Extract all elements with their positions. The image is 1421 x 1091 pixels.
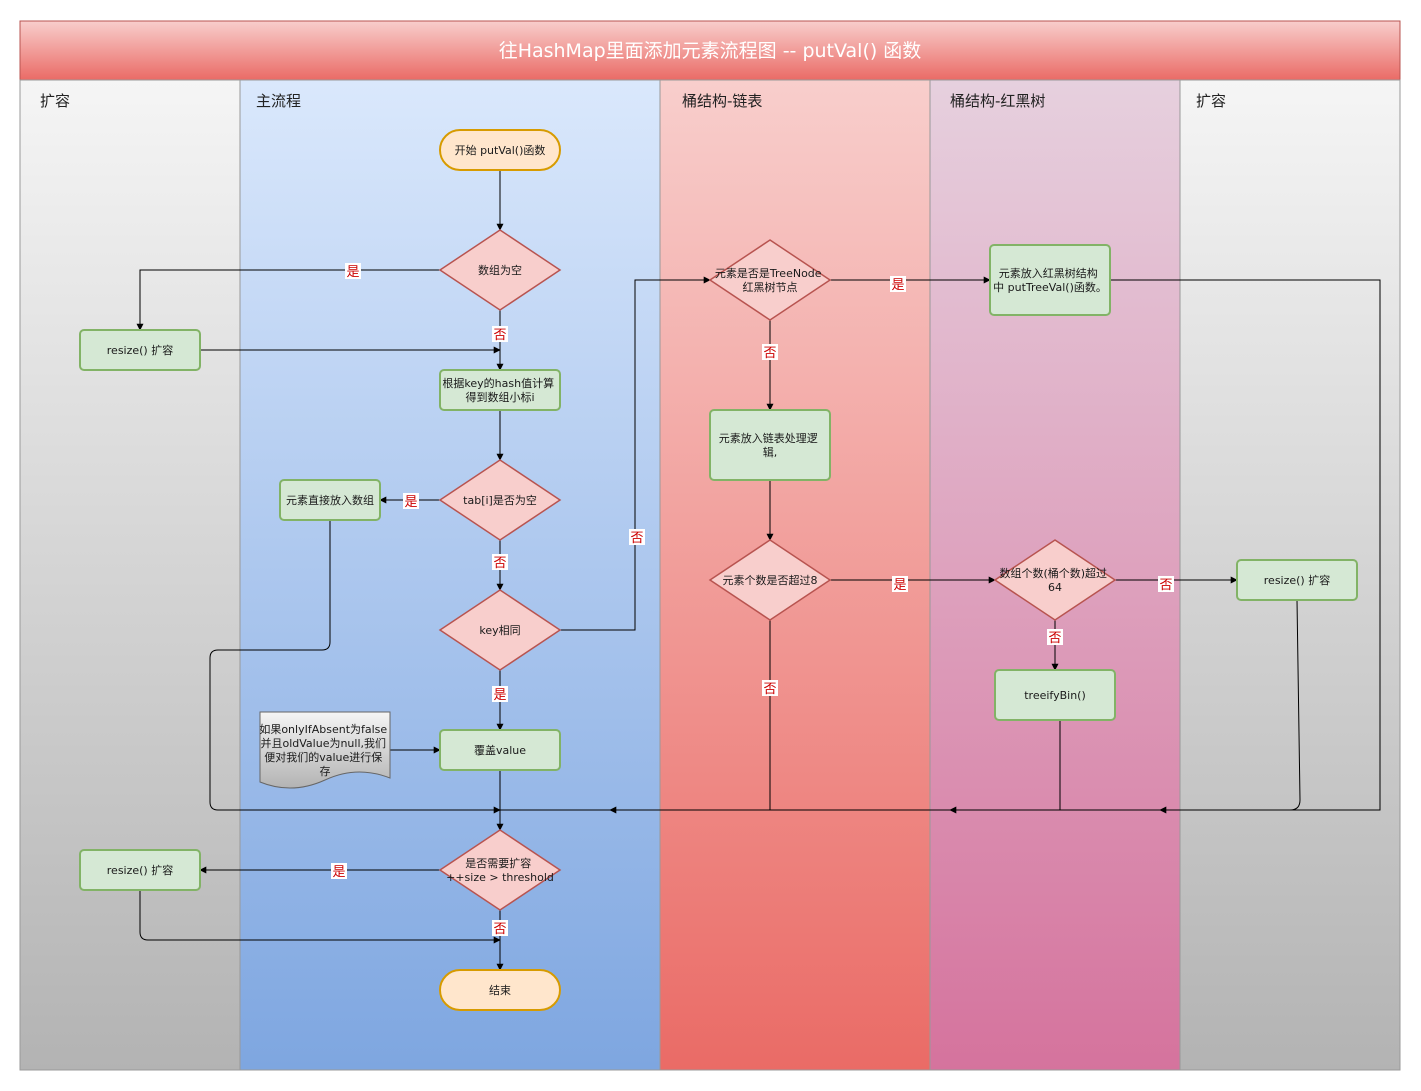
tree-put-node[interactable]: 元素放入红黑树结构 中 putTreeVal()函数。 — [989, 244, 1111, 316]
need-resize-line1: 是否需要扩容 — [465, 856, 531, 870]
decision-table-empty-label: 数组为空 — [478, 263, 522, 277]
override-value-node[interactable]: 覆盖value — [439, 729, 561, 771]
edge-resize-right-to-merge — [1160, 599, 1301, 811]
is-treenode-line1: 元素是否是TreeNode — [715, 267, 822, 280]
label-count-yes: 是 — [893, 578, 906, 593]
treeify-node[interactable]: treeifyBin() — [994, 669, 1116, 721]
decision-count-gt8[interactable]: 元素个数是否超过8 — [708, 539, 832, 621]
treeify-label: treeifyBin() — [1024, 689, 1086, 702]
decision-need-resize-label: 是否需要扩容 ++size > threshold — [446, 856, 554, 884]
decision-is-treenode-label: 元素是否是TreeNode 红黑树节点 — [715, 267, 825, 294]
resize-right-label: resize() 扩容 — [1264, 573, 1330, 587]
swimlane-main: 主流程 — [239, 79, 661, 1071]
swimlane-expand-left: 扩容 — [19, 79, 241, 1071]
resize-right-node[interactable]: resize() 扩容 — [1236, 559, 1358, 601]
compute-index-label: 根据key的hash值计算 得到数组小标i — [442, 376, 557, 404]
capacity-gt64-line2: 64 — [1048, 581, 1062, 594]
decision-slot-empty[interactable]: tab[i]是否为空 — [438, 459, 562, 541]
label-table-empty-yes: 是 — [346, 265, 359, 280]
compute-index-node[interactable]: 根据key的hash值计算 得到数组小标i — [439, 369, 561, 411]
put-direct-node[interactable]: 元素直接放入数组 — [279, 479, 381, 521]
start-node[interactable]: 开始 putVal()函数 — [439, 129, 561, 171]
list-put-line1: 元素放入链表处理逻 — [719, 431, 818, 445]
label-need-resize-no: 否 — [493, 922, 506, 937]
label-slot-no: 否 — [493, 556, 506, 571]
lane-title-main: 主流程 — [256, 92, 301, 110]
edge-direct-to-merge — [209, 520, 501, 814]
decision-capacity-gt64-label: 数组个数(桶个数)超过 64 — [999, 566, 1110, 594]
tree-put-line1: 元素放入红黑树结构 — [999, 266, 1098, 280]
edge-resize-bottom-to-end — [139, 890, 501, 944]
label-capacity-yes: 否 — [1048, 631, 1061, 646]
diagram-header: 往HashMap里面添加元素流程图 -- putVal() 函数 — [19, 20, 1401, 81]
need-resize-line2: ++size > threshold — [446, 871, 554, 884]
edge-table-empty-yes — [136, 269, 440, 331]
start-label: 开始 putVal()函数 — [455, 143, 546, 157]
lane-title-expand-left: 扩容 — [40, 92, 70, 110]
end-label: 结束 — [489, 984, 511, 997]
lane-title-list: 桶结构-链表 — [682, 92, 762, 110]
override-value-label: 覆盖value — [474, 743, 526, 757]
tree-put-line2: 中 putTreeVal()函数。 — [993, 281, 1107, 294]
resize-top-node[interactable]: resize() 扩容 — [79, 329, 201, 371]
note-line2: 并且oldValue为null,我们 — [260, 736, 386, 750]
label-count-no: 否 — [763, 682, 776, 697]
lane-title-tree: 桶结构-红黑树 — [950, 92, 1045, 110]
note-document[interactable]: 如果onlyIfAbsent为false 并且oldValue为null,我们 … — [259, 711, 391, 789]
note-line4: 存 — [320, 764, 331, 778]
list-put-label: 元素放入链表处理逻 辑, — [719, 431, 822, 459]
capacity-gt64-line1: 数组个数(桶个数)超过 — [999, 566, 1107, 580]
compute-index-line2: 得到数组小标i — [465, 390, 534, 404]
decision-capacity-gt64[interactable]: 数组个数(桶个数)超过 64 — [993, 539, 1117, 621]
label-table-empty-no: 否 — [493, 328, 506, 343]
decision-key-same[interactable]: key相同 — [438, 589, 562, 671]
resize-bottom-label: resize() 扩容 — [107, 863, 173, 877]
decision-need-resize[interactable]: 是否需要扩容 ++size > threshold — [438, 829, 562, 911]
decision-table-empty[interactable]: 数组为空 — [438, 229, 562, 311]
decision-count-gt8-label: 元素个数是否超过8 — [723, 573, 818, 587]
decision-is-treenode[interactable]: 元素是否是TreeNode 红黑树节点 — [708, 239, 832, 321]
compute-index-line1: 根据key的hash值计算 — [442, 376, 554, 390]
note-line3: 便对我们的value进行保 — [264, 750, 382, 764]
label-treenode-no: 否 — [763, 346, 776, 361]
note-line1: 如果onlyIfAbsent为false — [259, 722, 387, 736]
resize-bottom-node[interactable]: resize() 扩容 — [79, 849, 201, 891]
label-treenode-yes: 是 — [891, 278, 904, 293]
put-direct-label: 元素直接放入数组 — [286, 493, 374, 507]
edge-labels: 是 否 是 否 否 是 是 否 是 否 是 否 否 否 — [331, 263, 1174, 937]
resize-top-label: resize() 扩容 — [107, 343, 173, 357]
lane-title-expand-right: 扩容 — [1196, 92, 1226, 110]
decision-slot-empty-label: tab[i]是否为空 — [463, 493, 537, 507]
decision-key-same-label: key相同 — [479, 624, 520, 637]
label-key-same-yes: 是 — [493, 688, 506, 703]
edge-key-same-no — [560, 276, 711, 631]
label-slot-yes: 是 — [404, 495, 417, 510]
end-node[interactable]: 结束 — [439, 969, 561, 1011]
label-key-same-no: 否 — [630, 531, 643, 546]
is-treenode-line2: 红黑树节点 — [743, 280, 798, 294]
label-capacity-no: 否 — [1159, 578, 1172, 593]
edges — [136, 170, 1381, 971]
list-put-line2: 辑, — [763, 445, 778, 459]
list-put-node[interactable]: 元素放入链表处理逻 辑, — [709, 409, 831, 481]
note-label: 如果onlyIfAbsent为false 并且oldValue为null,我们 … — [259, 722, 390, 778]
diagram-title: 往HashMap里面添加元素流程图 -- putVal() 函数 — [499, 40, 922, 62]
tree-put-label: 元素放入红黑树结构 中 putTreeVal()函数。 — [993, 266, 1107, 294]
label-need-resize-yes: 是 — [332, 865, 345, 880]
